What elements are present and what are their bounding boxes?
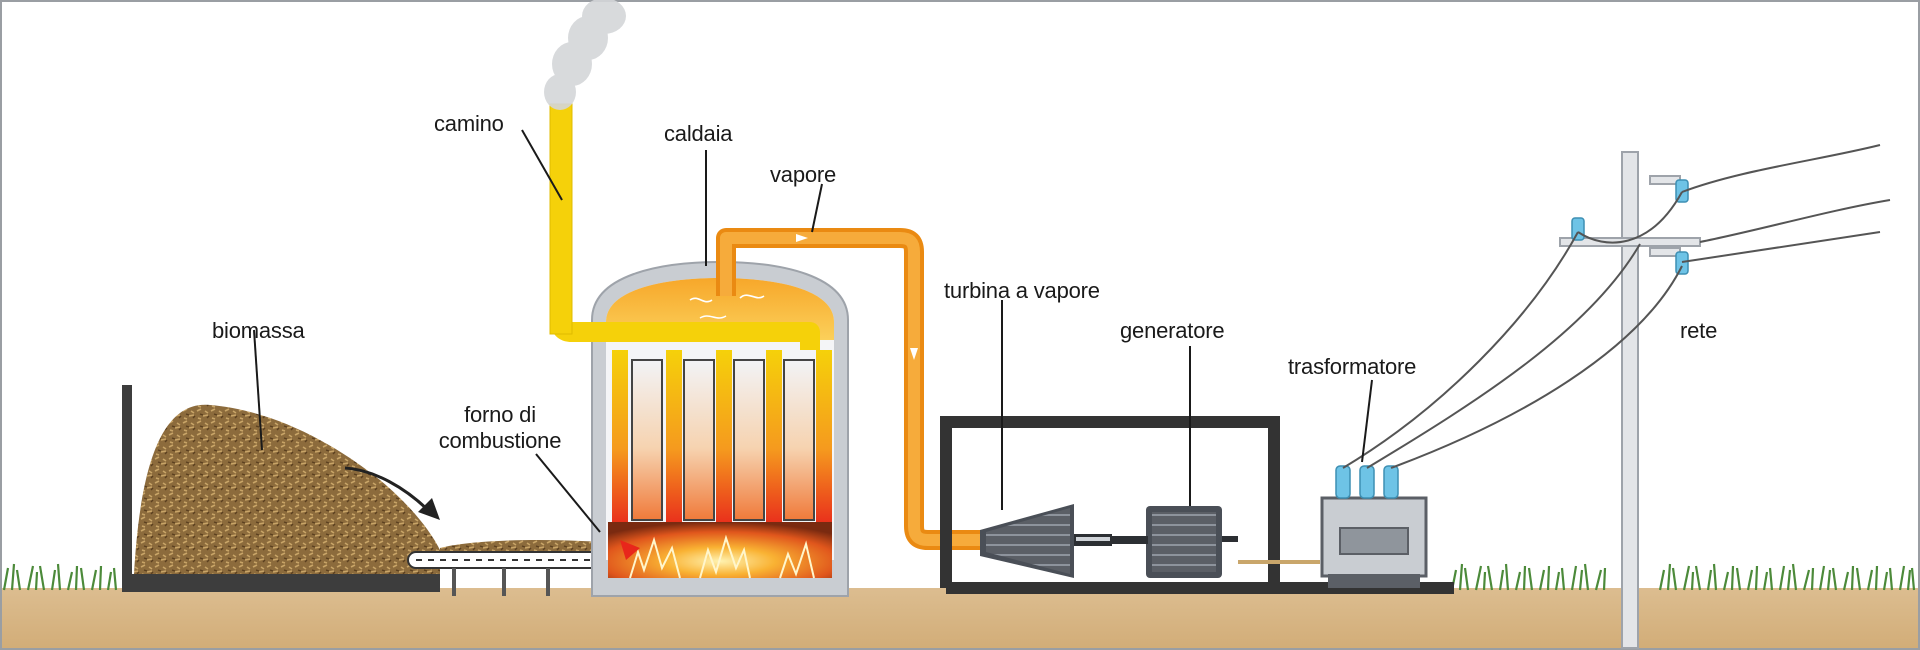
turbine-house <box>940 416 1454 594</box>
boiler-tubes <box>631 359 815 521</box>
transformer <box>1320 465 1428 588</box>
steam-turbine <box>980 504 1112 578</box>
label-forno: forno di combustione <box>420 402 580 454</box>
label-trasformatore: trasformatore <box>1288 354 1417 379</box>
leader-lines <box>253 129 1373 533</box>
label-generatore: generatore <box>1120 318 1225 343</box>
label-turbina: turbina a vapore <box>944 278 1100 303</box>
boiler <box>591 260 849 597</box>
biomass-pile <box>134 404 440 574</box>
label-vapore: vapore <box>770 162 837 187</box>
chimney <box>549 103 573 335</box>
smoke <box>544 0 626 110</box>
label-rete: rete <box>1680 318 1718 343</box>
biomass-bunker <box>122 385 440 592</box>
label-biomassa: biomassa <box>212 318 305 343</box>
feed-arrow-head <box>418 498 440 520</box>
power-lines <box>1342 144 1891 469</box>
feed-arrow <box>344 466 430 512</box>
ground <box>2 588 1918 648</box>
label-caldaia: caldaia <box>664 121 733 146</box>
grass <box>2 563 1916 591</box>
generator <box>1112 506 1238 578</box>
steam-pipe <box>716 228 986 550</box>
label-camino: camino <box>434 111 504 136</box>
label-forno-line2: combustione <box>438 428 562 453</box>
label-forno-line1: forno di <box>464 402 536 427</box>
